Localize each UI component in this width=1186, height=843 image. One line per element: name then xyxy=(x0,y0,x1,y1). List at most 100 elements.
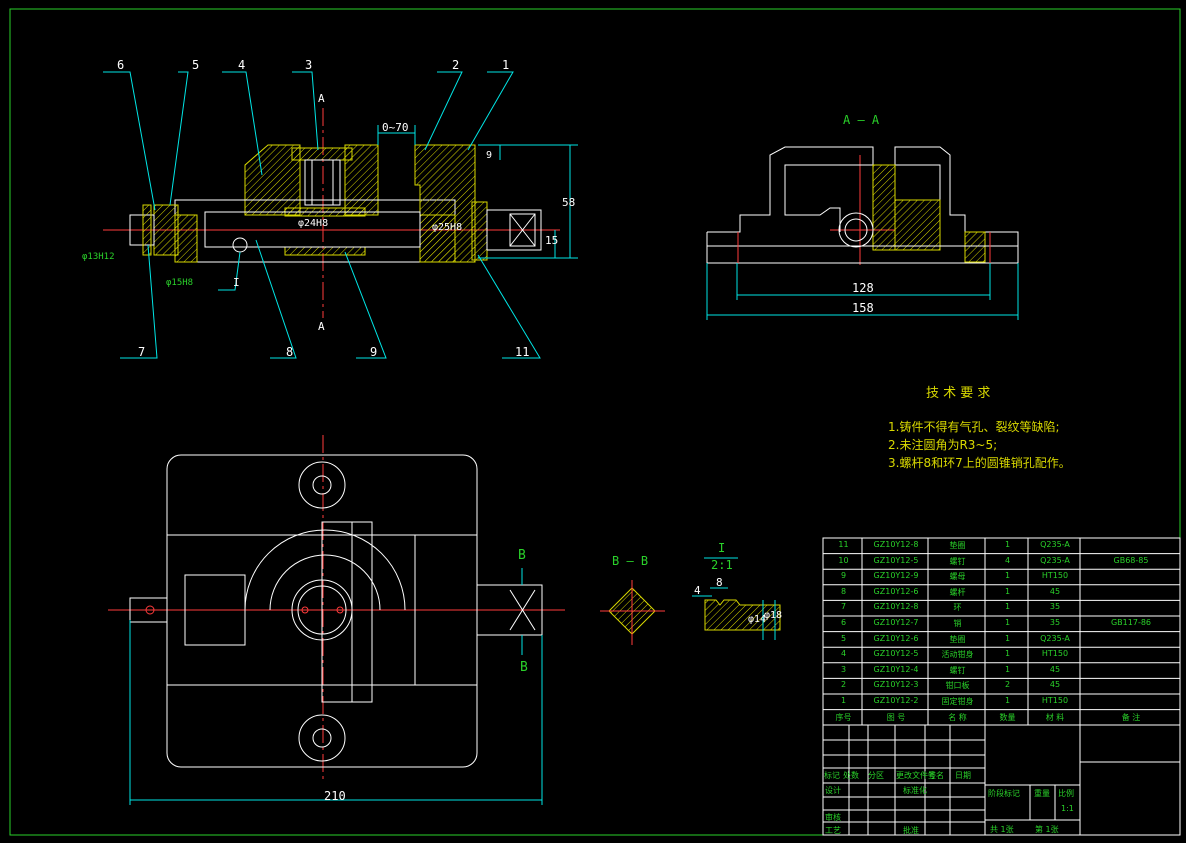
b-label-top: B xyxy=(518,548,526,563)
bom-cell: 1 xyxy=(1004,540,1011,549)
bom-cell: GZ10Y12-8 xyxy=(873,602,919,612)
bb-section-view xyxy=(600,580,665,645)
bom-cell: 螺钉 xyxy=(949,665,966,675)
bom-cell: 1 xyxy=(1004,664,1011,674)
title-block-cell: 设计 xyxy=(825,786,841,795)
title-block-cell: 签名 xyxy=(928,771,944,780)
aa-section-view xyxy=(706,146,1019,320)
b-label-bottom: B xyxy=(520,660,528,675)
detail-ref-i: I xyxy=(233,276,240,289)
dim-det-4: 4 xyxy=(694,584,701,597)
bom-cell: 销 xyxy=(953,619,962,628)
balloon-1: 1 xyxy=(502,58,510,72)
bom-cell: 1 xyxy=(1004,618,1011,627)
bom-cell: 6 xyxy=(840,618,847,627)
front-section-view xyxy=(103,71,578,359)
bom-cell: 11 xyxy=(838,540,849,549)
bom-header-cell: 数量 xyxy=(999,712,1016,722)
bom-cell: GZ10Y12-6 xyxy=(873,586,919,596)
bom-cell: Q235-A xyxy=(1040,633,1070,643)
title-block-cell: 1:1 xyxy=(1061,804,1074,813)
bom-cell: GZ10Y12-6 xyxy=(873,633,919,643)
detail-i-view xyxy=(692,557,781,640)
bom-cell: HT150 xyxy=(1041,571,1069,581)
bom-cell: 活动钳身 xyxy=(941,650,974,660)
bom-cell: GZ10Y12-5 xyxy=(873,649,919,659)
title-block-cell: 审核 xyxy=(825,813,841,822)
title-block-cell: 阶段标记 xyxy=(988,789,1020,798)
bom-header-cell: 备 注 xyxy=(1121,712,1141,722)
bom-cell: 固定钳身 xyxy=(941,697,974,706)
bom-cell: 45 xyxy=(1049,586,1061,596)
title-block-cell: 标记 xyxy=(824,771,840,780)
bom-header-cell: 材 料 xyxy=(1045,712,1065,722)
tech-req-item-2: 2.未注圆角为R3~5; xyxy=(888,438,998,452)
dim-158: 158 xyxy=(852,301,874,315)
bom-cell: 垫圈 xyxy=(949,541,966,550)
bom-cell: 1 xyxy=(1004,571,1011,581)
bom-cell: 螺母 xyxy=(949,572,966,582)
bom-cell: 4 xyxy=(840,649,847,659)
sheet-border xyxy=(9,8,1181,836)
section-label-a-top: A xyxy=(318,92,325,105)
dim-phi-inner: φ24H8 xyxy=(298,218,329,229)
bom-cell: 垫圈 xyxy=(949,634,966,644)
bom-cell: GB68-85 xyxy=(1113,555,1149,565)
balloon-2: 2 xyxy=(452,58,460,72)
balloon-6: 6 xyxy=(117,58,125,72)
balloon-9: 9 xyxy=(370,345,378,359)
dim-58: 58 xyxy=(562,196,576,209)
tech-req-title: 技 术 要 求 xyxy=(926,386,991,401)
title-block-cell: 标准化 xyxy=(903,786,927,795)
title-block-cell: 工艺 xyxy=(825,826,841,835)
bom-cell: 3 xyxy=(840,664,847,674)
tech-req-item-1: 1.铸件不得有气孔、裂纹等缺陷; xyxy=(888,420,1060,434)
bom-cell: GZ10Y12-2 xyxy=(873,696,919,705)
dim-15: 15 xyxy=(545,234,559,247)
bom-table xyxy=(822,537,1181,836)
dim-phi-left-b: φ15H8 xyxy=(166,278,194,288)
dim-det-phi14: φ14 xyxy=(748,614,767,625)
title-block-cell: 处数 xyxy=(843,771,859,780)
bom-cell: GZ10Y12-8 xyxy=(873,540,919,549)
bom-cell: 1 xyxy=(840,696,847,705)
balloon-11: 11 xyxy=(515,345,530,359)
bom-cell: 5 xyxy=(840,633,847,643)
bom-cell: 1 xyxy=(1004,696,1011,705)
top-view xyxy=(108,435,565,805)
title-block-cell: 更改文件号 xyxy=(896,771,936,780)
dim-det-8: 8 xyxy=(716,576,723,589)
balloon-3: 3 xyxy=(305,58,313,72)
dim-stroke: 0~70 xyxy=(382,121,409,134)
bom-cell: HT150 xyxy=(1041,649,1069,659)
bom-header-cell: 图 号 xyxy=(886,712,906,722)
title-block-cell: 日期 xyxy=(955,771,971,780)
detail-scale: 2:1 xyxy=(711,558,733,572)
title-block-cell: 重量 xyxy=(1034,789,1050,798)
bom-cell: GZ10Y12-5 xyxy=(873,555,919,565)
bom-cell: GZ10Y12-9 xyxy=(873,571,919,581)
title-block-cell: 第 1张 xyxy=(1035,825,1059,834)
bom-cell: 螺钉 xyxy=(949,556,966,566)
bom-cell: Q235-A xyxy=(1040,540,1070,549)
bom-cell: 7 xyxy=(840,602,847,612)
bom-cell: 螺杆 xyxy=(949,587,966,597)
bom-cell: 2 xyxy=(840,680,847,690)
bom-header-cell: 名 称 xyxy=(948,712,967,722)
bom-cell: GZ10Y12-3 xyxy=(873,680,919,690)
title-block-cell: 共 1张 xyxy=(990,825,1014,834)
bom-cell: 2 xyxy=(1004,680,1011,690)
section-label-a-bottom: A xyxy=(318,320,325,333)
dim-phi-shaft: φ25H8 xyxy=(432,222,463,233)
bom-cell: 45 xyxy=(1049,680,1061,690)
aa-view-title: A — A xyxy=(843,113,880,127)
title-block-cell: 批准 xyxy=(903,826,919,835)
bom-cell: 10 xyxy=(838,555,849,565)
bom-cell: Q235-A xyxy=(1040,555,1070,565)
bom-header-cell: 序号 xyxy=(835,712,852,722)
bom-cell: 1 xyxy=(1004,602,1011,612)
dim-phi-left-a: φ13H12 xyxy=(82,252,115,262)
bom-cell: 8 xyxy=(840,586,847,596)
